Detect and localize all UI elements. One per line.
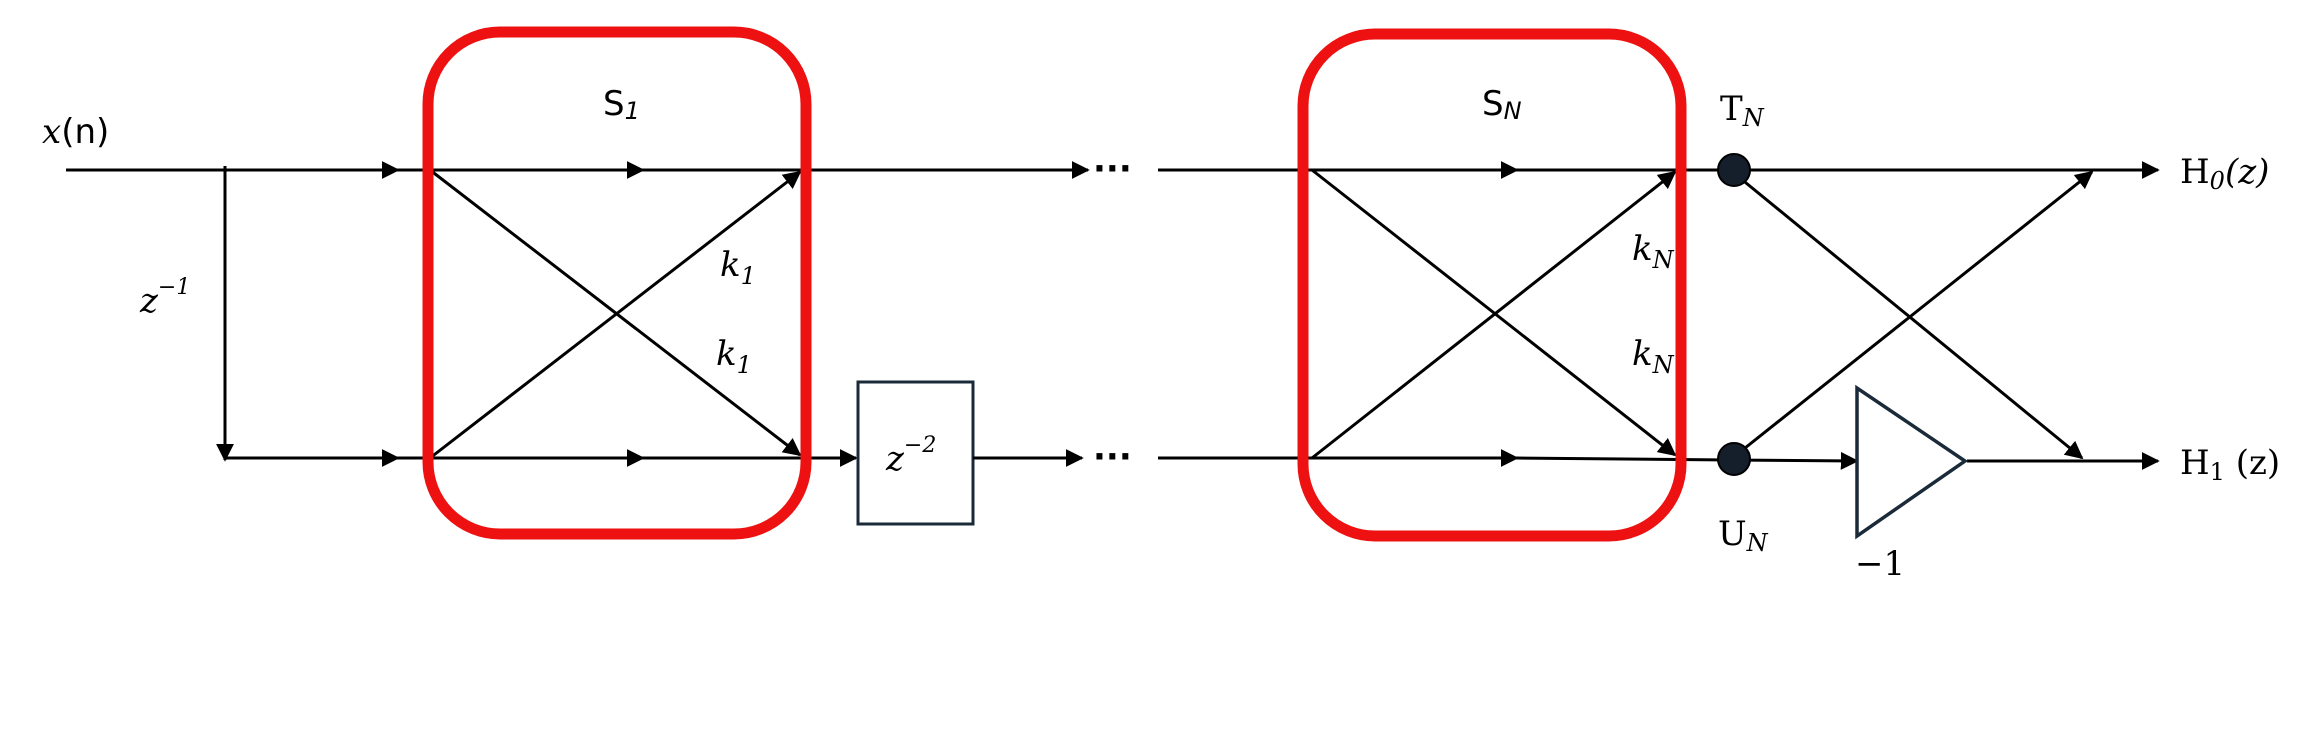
input-label: x(n) (42, 112, 109, 152)
stage-1-cross-down (429, 168, 802, 457)
input-section (66, 161, 400, 467)
delay-z-2-box (856, 380, 975, 526)
node-t-label: TN (1720, 89, 1765, 132)
stage-n-box (1297, 28, 1687, 542)
node-u-label: UN (1718, 514, 1769, 557)
stage-n-cross-up (1311, 170, 1677, 460)
node-t (1717, 153, 1751, 187)
stage-n-bottom-out (1516, 456, 1731, 462)
stage-n-label: SN (1482, 84, 1522, 125)
output-cross-down (1739, 176, 2084, 460)
stage-1-cross-up (429, 170, 802, 460)
stage-1-coef-upper: k1 (720, 245, 756, 290)
stage-n-cross-down (1311, 168, 1677, 457)
gain-triangle (1855, 384, 1969, 540)
output-cross-up (1739, 170, 2094, 454)
ellipsis-top: ··· (1093, 149, 1132, 189)
stage-1: S1 k1 k1 (398, 26, 1090, 540)
stage-1-box (422, 26, 812, 540)
stage-n-coef-upper: kN (1632, 229, 1675, 274)
stage-1-coef-lower: k1 (716, 334, 752, 379)
gain-label: −1 (1855, 544, 1905, 584)
input-delay-label: z−1 (139, 275, 190, 321)
output-0-label: H0(z) (2180, 152, 2269, 195)
stage-n-coef-lower: kN (1632, 334, 1675, 379)
output-1-label: H1 (z) (2180, 443, 2280, 486)
delay-z-2-label: z−2 (885, 433, 936, 479)
ellipsis-bottom: ··· (1093, 437, 1132, 477)
inter-stage-delay: z−2 (856, 380, 1084, 526)
node-u (1717, 442, 1751, 476)
output-section: −1 TN UN H0(z) H1 (z) (1717, 89, 2280, 584)
stage-1-label: S1 (603, 84, 640, 125)
output-to-gain (1729, 451, 1859, 470)
stage-n: SN kN kN (1158, 28, 1731, 542)
